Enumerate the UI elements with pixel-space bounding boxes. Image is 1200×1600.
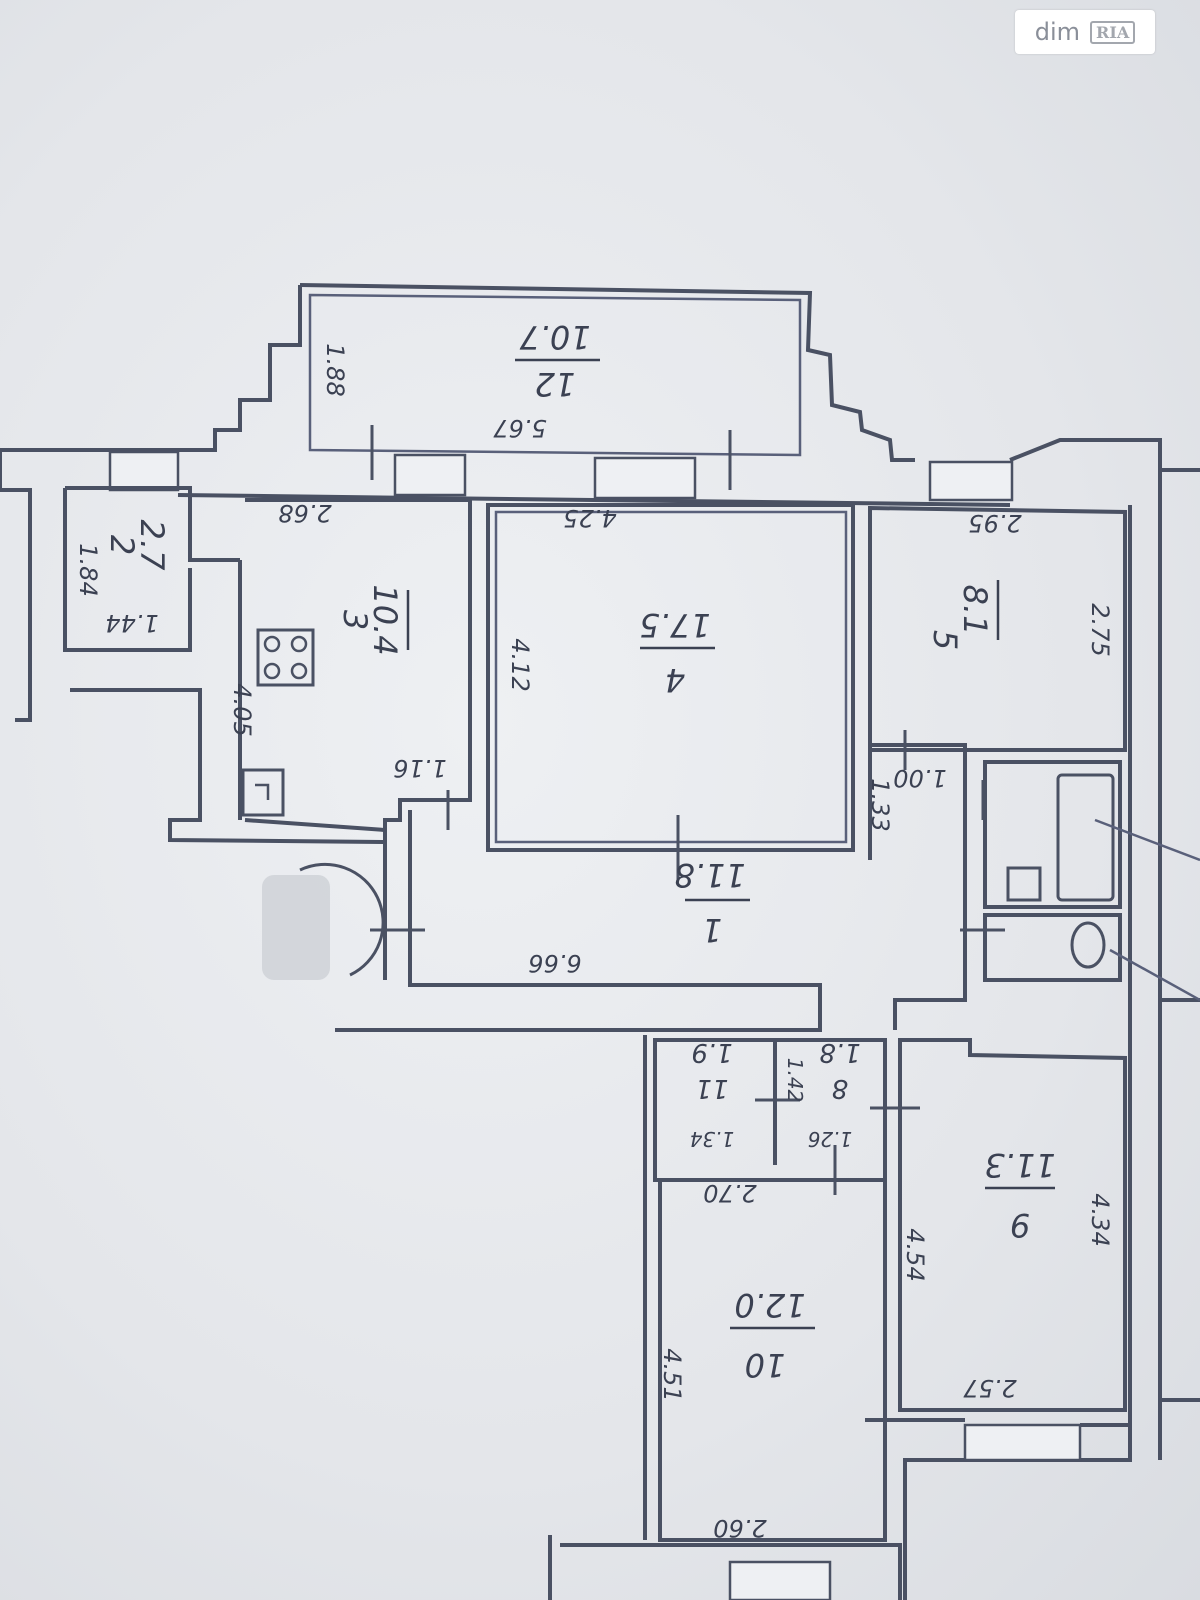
toilet-icon [1070, 921, 1106, 969]
room-8-area: 1.8 [819, 1037, 860, 1067]
room-12-dim-depth: 1.88 [321, 343, 349, 396]
room-5-number: 5 [926, 630, 964, 650]
entrance-door-symbol [262, 862, 385, 980]
room-12-area: 10.7 [519, 318, 591, 356]
room-4-dim-side: 4.12 [506, 638, 534, 691]
room-1-dim-b: 1.00 [893, 764, 946, 792]
room-8-number: 8 [832, 1073, 849, 1103]
window-room10 [728, 1560, 832, 1600]
room-12-number: 12 [535, 365, 576, 403]
room-3-area: 10.4 [366, 584, 404, 655]
room10-walls [548, 1178, 902, 1600]
balcony-outline [0, 283, 915, 462]
room-2-dim-b: 1.84 [74, 543, 102, 596]
door-marks [370, 425, 1005, 1195]
room-9-number: 9 [1010, 1206, 1030, 1244]
window-bedroom5 [928, 460, 1014, 502]
room-9-dim-bottom: 2.57 [963, 1374, 1017, 1402]
room-10-dim-bottom: 2.60 [713, 1514, 766, 1542]
bathroom-walls [983, 760, 1200, 909]
room-1-dim-a: 1.33 [866, 778, 894, 831]
bathtub-icon [1056, 773, 1115, 902]
room-3-dim-side: 4.05 [228, 683, 256, 736]
room-5-dim-side: 2.75 [1086, 603, 1114, 656]
room-2-number: 2 [103, 535, 141, 555]
watermark-brand: dim [1034, 18, 1081, 46]
window-kitchen [393, 453, 467, 497]
room-3-dim-small: 1.16 [393, 754, 446, 782]
kitchen-walls [244, 498, 472, 980]
window-living [593, 456, 697, 500]
room-2-dim-a: 1.44 [105, 609, 158, 637]
stove-icon [256, 628, 315, 687]
watermark-badge: RIA [1090, 20, 1136, 44]
room-4-area: 17.5 [639, 606, 710, 644]
room-5-dim-top: 2.95 [968, 509, 1021, 537]
room-9-dim-right: 4.34 [1086, 1193, 1114, 1246]
room-10-area: 12.0 [734, 1286, 805, 1324]
room-11-number: 11 [695, 1073, 728, 1103]
room-5-area: 8.1 [956, 585, 994, 636]
room-3-dim-top: 2.68 [278, 499, 331, 527]
room-4-number: 4 [665, 661, 685, 699]
living-room-walls [486, 503, 855, 852]
room-3-number: 3 [336, 610, 374, 630]
wc-walls [983, 913, 1200, 1002]
dim-ria-watermark: dim RIA [1015, 10, 1155, 54]
room-9-area: 11.3 [984, 1146, 1055, 1184]
window-storage [108, 450, 180, 492]
room-11-dim: 1.34 [690, 1127, 735, 1151]
hall-walls [335, 743, 967, 1032]
sink-icon [241, 768, 285, 817]
room-1-number: 1 [702, 911, 722, 949]
room-10-number: 10 [745, 1346, 786, 1384]
room-1-area: 11.8 [674, 856, 745, 894]
outer-walls [0, 438, 1200, 1460]
window-room9 [963, 1423, 1082, 1462]
washbasin-icon [1006, 866, 1042, 902]
room-8-dim-a: 1.26 [808, 1127, 853, 1151]
bedroom5-walls [868, 505, 1127, 752]
room-4-dim-top: 4.25 [563, 504, 616, 532]
room-9-dim-left: 4.54 [901, 1228, 929, 1281]
room-2-area: 2.7 [133, 520, 171, 572]
room9-walls [865, 1038, 1132, 1600]
room-10-dim-side: 4.51 [658, 1348, 686, 1401]
room-10-dim-top: 2.70 [703, 1179, 756, 1207]
room-1-dim-length: 6.66 [528, 949, 581, 977]
room-11-area: 1.9 [691, 1037, 732, 1067]
labels: 10.7 12 5.67 1.88 2.7 2 1.44 1.84 2.68 1… [74, 318, 1114, 1542]
room-8-dim-b: 1.42 [783, 1058, 807, 1103]
room-12-dim-width: 5.67 [493, 414, 547, 442]
